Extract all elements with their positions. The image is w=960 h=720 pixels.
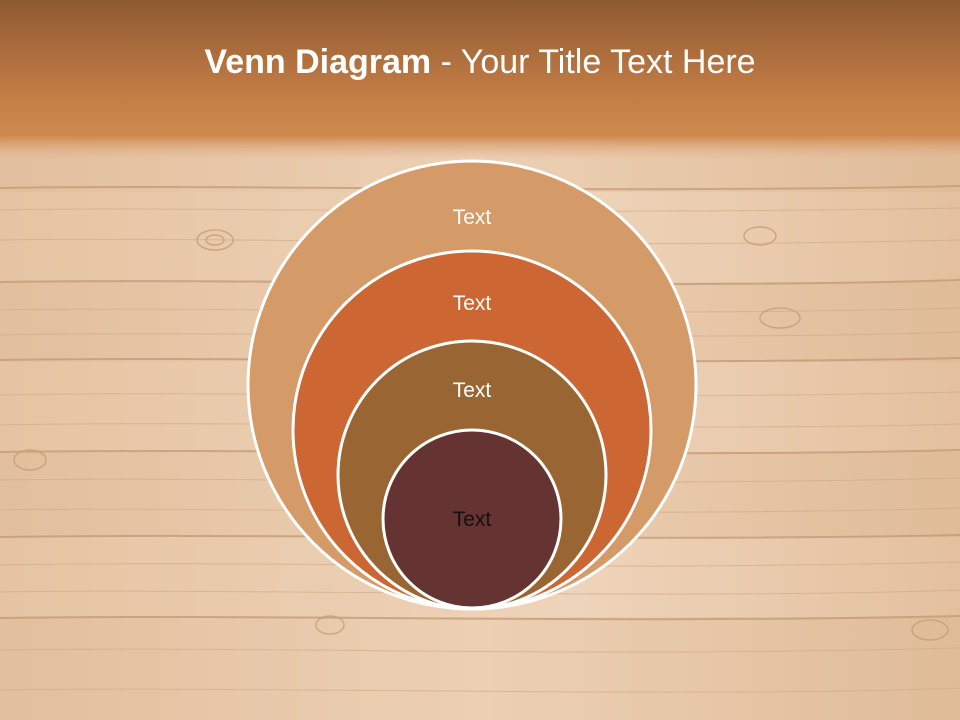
venn-circle-4[interactable]: Text (381, 428, 563, 610)
page-title: Venn Diagram - Your Title Text Here (0, 40, 960, 84)
venn-circle-4-label: Text (453, 508, 492, 531)
venn-circle-2-label: Text (453, 292, 492, 315)
venn-circle-4-shape (381, 428, 563, 610)
venn-circle-1-label: Text (453, 206, 492, 229)
venn-circle-3-label: Text (453, 379, 492, 402)
title-rest: - Your Title Text Here (431, 43, 756, 81)
title-bold: Venn Diagram (204, 43, 432, 81)
